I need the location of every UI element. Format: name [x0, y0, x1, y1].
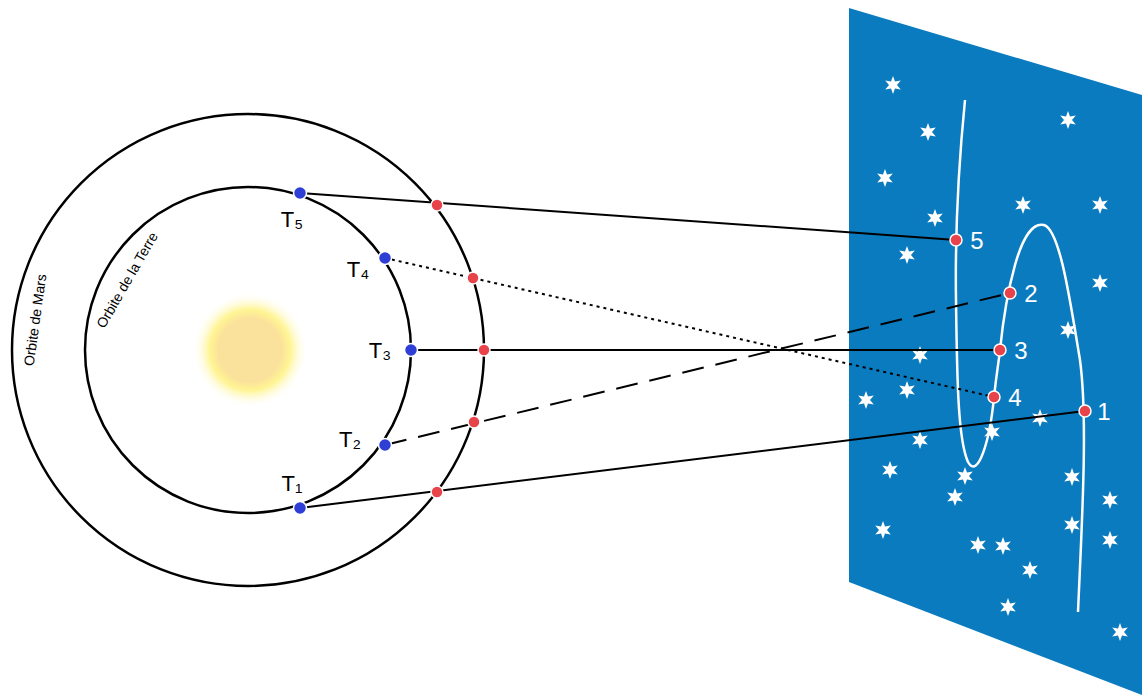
earth-position-label: T₅: [281, 209, 303, 231]
earth-positions: [294, 187, 418, 515]
earth-orbit: [85, 187, 411, 513]
star: [1060, 111, 1076, 129]
star: [899, 381, 915, 399]
mars-positions: [431, 199, 490, 498]
star: [970, 536, 986, 554]
sky-position-number: 3: [1014, 339, 1027, 363]
sky-dot: [950, 234, 962, 246]
earth-position-label: T₄: [347, 259, 369, 281]
earth-dot: [294, 502, 307, 515]
star: [1092, 274, 1108, 292]
star: [1015, 196, 1031, 214]
orbit-label: Orbite de Mars: [22, 273, 49, 367]
star: [912, 346, 928, 364]
star: [927, 209, 943, 227]
earth-position-label: T₃: [369, 340, 391, 362]
star: [885, 76, 901, 94]
earth-position-label: T₂: [339, 429, 361, 451]
star: [1064, 468, 1080, 486]
star: [957, 467, 973, 485]
star: [1000, 598, 1016, 616]
sky-dot: [994, 344, 1006, 356]
mars-dot: [431, 486, 443, 498]
star: [995, 537, 1011, 555]
star: [877, 169, 893, 187]
mars-dot: [467, 272, 479, 284]
apparent-path: [956, 100, 1084, 612]
mars-dot: [468, 416, 480, 428]
star: [1102, 491, 1118, 509]
sight-line: [300, 411, 1085, 508]
star: [947, 488, 963, 506]
star: [875, 521, 891, 539]
earth-dot: [405, 344, 418, 357]
sky-position-number: 5: [970, 229, 983, 253]
sun: [192, 292, 308, 408]
star: [1022, 561, 1038, 579]
sky-panel: [849, 8, 1142, 695]
earth-dot: [294, 187, 307, 200]
mars-dot: [478, 344, 490, 356]
star: [899, 246, 915, 264]
sky-dot: [1004, 287, 1016, 299]
star: [920, 123, 936, 141]
sky-dot: [988, 391, 1000, 403]
star: [1102, 531, 1118, 549]
sky-position-number: 2: [1024, 282, 1037, 306]
sight-line: [411, 349, 1000, 351]
mars-dot: [431, 199, 443, 211]
star: [1064, 516, 1080, 534]
earth-dot: [379, 439, 392, 452]
sky-dot: [1079, 405, 1091, 417]
star: [882, 461, 898, 479]
star: [912, 431, 928, 449]
mars-orbit: [12, 114, 484, 586]
star: [858, 391, 874, 409]
earth-position-label: T₁: [282, 473, 303, 495]
sight-line-dotted: [385, 258, 994, 397]
orbit-label: Orbite de la Terre: [94, 230, 160, 330]
star: [1092, 196, 1108, 214]
star-field: [858, 76, 1128, 641]
sight-line-dashed: [385, 293, 1010, 445]
earth-dot: [379, 252, 392, 265]
sight-line: [300, 193, 956, 240]
star: [1112, 623, 1128, 641]
sky-position-number: 4: [1008, 386, 1021, 410]
sky-position-number: 1: [1097, 400, 1110, 424]
sky-positions: [950, 234, 1091, 417]
